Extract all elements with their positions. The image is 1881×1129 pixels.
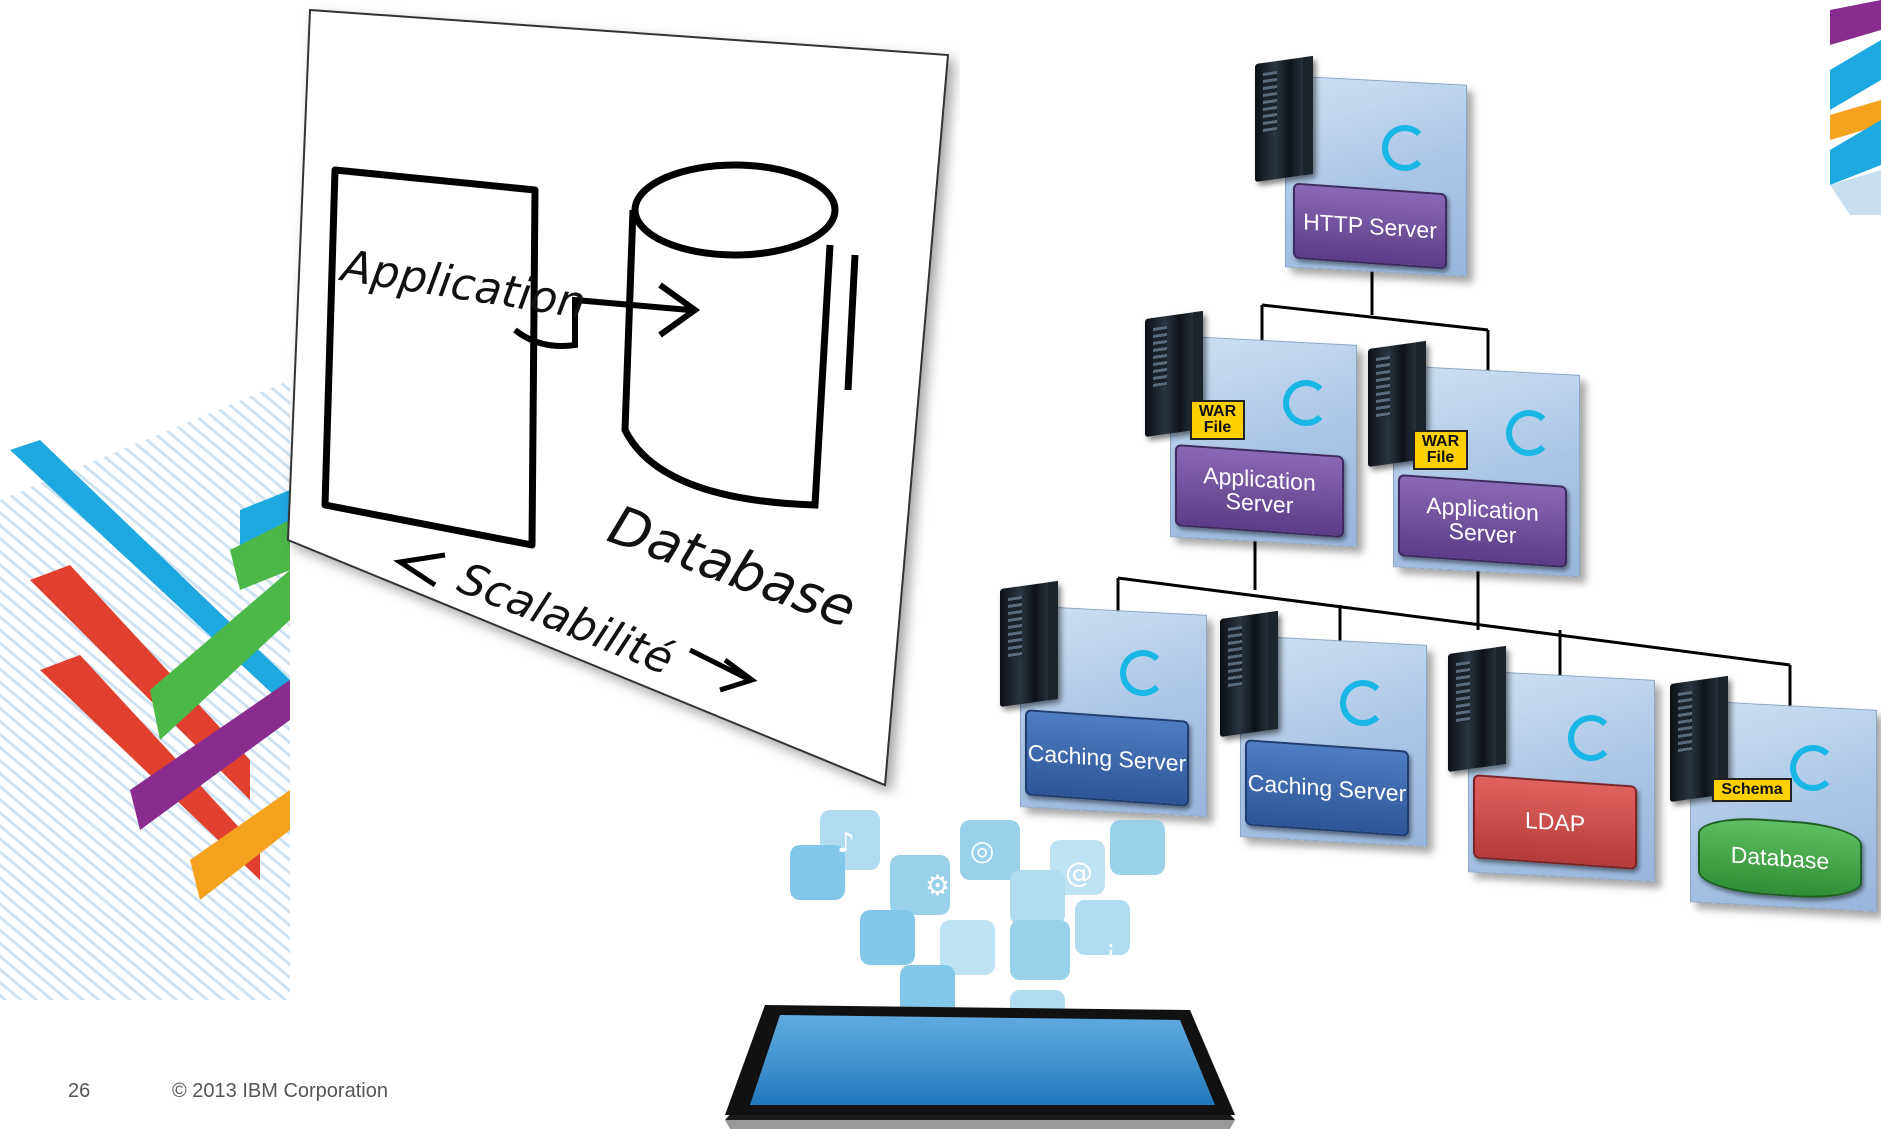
refresh-icon — [1506, 410, 1552, 456]
decorative-stripes-left — [0, 380, 290, 1000]
tablet-with-app-icons: ♪ @ i ◎ ⚙ ◙ ✉ — [725, 810, 1235, 1129]
app-server-label-1: Application Server — [1175, 444, 1344, 538]
application-box — [321, 166, 539, 549]
database-cylinder-body — [621, 209, 834, 509]
refresh-icon — [1790, 745, 1836, 791]
refresh-icon — [1568, 715, 1614, 761]
server-tower-icon — [1000, 580, 1058, 708]
app-server-label-2: Application Server — [1398, 474, 1567, 568]
globe-icon: ◎ — [970, 834, 994, 867]
refresh-icon — [1340, 680, 1386, 726]
ldap-label: LDAP — [1473, 774, 1637, 870]
music-icon: ♪ — [837, 826, 855, 859]
http-server-label: HTTP Server — [1293, 182, 1447, 270]
caching-server-label-1: Caching Server — [1025, 709, 1189, 807]
decorative-stripes-right — [1830, 0, 1881, 215]
info-icon: i — [1107, 939, 1115, 972]
refresh-icon — [1120, 650, 1166, 696]
refresh-icon — [1283, 380, 1329, 426]
server-tower-icon — [1448, 645, 1506, 773]
whiteboard-sketch: Application Database Scalabilité — [286, 8, 950, 787]
server-tower-icon — [1255, 55, 1313, 183]
war-file-tag-1: WAR File — [1190, 400, 1245, 440]
app-to-db-arrow — [513, 296, 691, 349]
caching-server-label-2: Caching Server — [1245, 739, 1409, 837]
schema-tag: Schema — [1712, 778, 1792, 802]
war-file-tag-2: WAR File — [1413, 430, 1468, 470]
copyright: © 2013 IBM Corporation — [172, 1080, 388, 1102]
gear-icon: ⚙ — [925, 869, 950, 902]
at-icon: @ — [1065, 856, 1093, 889]
database-cylinder-top — [631, 161, 839, 259]
page-number: 26 — [68, 1080, 91, 1102]
scalability-arrow-right — [688, 647, 758, 693]
refresh-icon — [1382, 125, 1428, 171]
server-tower-icon — [1220, 610, 1278, 738]
scalability-arrow-left — [393, 552, 446, 588]
